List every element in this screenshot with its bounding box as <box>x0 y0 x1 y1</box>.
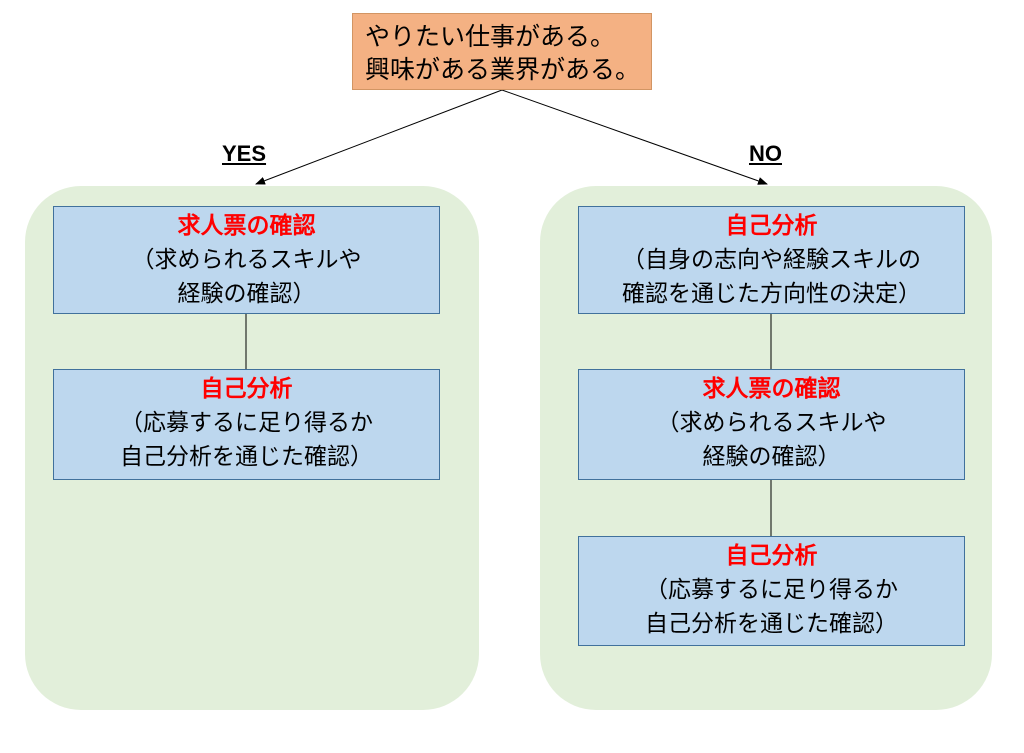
step-title: 自己分析 <box>725 213 818 239</box>
question-box: やりたい仕事がある。 興味がある業界がある。 <box>352 13 652 90</box>
step-detail: （求められるスキルや <box>131 247 362 273</box>
no-step-self-analysis-direction: 自己分析 （自身の志向や経験スキルの 確認を通じた方向性の決定） <box>578 206 965 314</box>
step-title: 求人票の確認 <box>702 376 841 402</box>
step-detail: 確認を通じた方向性の決定） <box>622 281 921 307</box>
yes-step-self-analysis: 自己分析 （応募するに足り得るか 自己分析を通じた確認） <box>53 369 440 480</box>
yes-label: YES <box>222 141 267 166</box>
question-line: やりたい仕事がある。 <box>365 22 616 51</box>
no-label: NO <box>749 141 782 166</box>
step-detail: （求められるスキルや <box>656 410 887 436</box>
yes-step-job-posting: 求人票の確認 （求められるスキルや 経験の確認） <box>53 206 440 314</box>
step-detail: 自己分析を通じた確認） <box>645 611 898 637</box>
step-detail: 自己分析を通じた確認） <box>120 444 373 470</box>
no-step-self-analysis-confirm: 自己分析 （応募するに足り得るか 自己分析を通じた確認） <box>578 536 965 646</box>
yes-arrow <box>255 89 503 185</box>
step-detail: （自身の志向や経験スキルの <box>622 247 921 273</box>
no-step-job-posting: 求人票の確認 （求められるスキルや 経験の確認） <box>578 369 965 480</box>
step-detail: 経験の確認） <box>702 444 841 470</box>
step-detail: （応募するに足り得るか <box>120 410 373 436</box>
step-title: 自己分析 <box>200 376 293 402</box>
step-title: 自己分析 <box>725 543 818 569</box>
step-title: 求人票の確認 <box>177 213 316 239</box>
no-arrow <box>501 89 768 185</box>
step-detail: （応募するに足り得るか <box>645 577 898 603</box>
question-line: 興味がある業界がある。 <box>365 55 641 84</box>
step-detail: 経験の確認） <box>177 281 316 307</box>
